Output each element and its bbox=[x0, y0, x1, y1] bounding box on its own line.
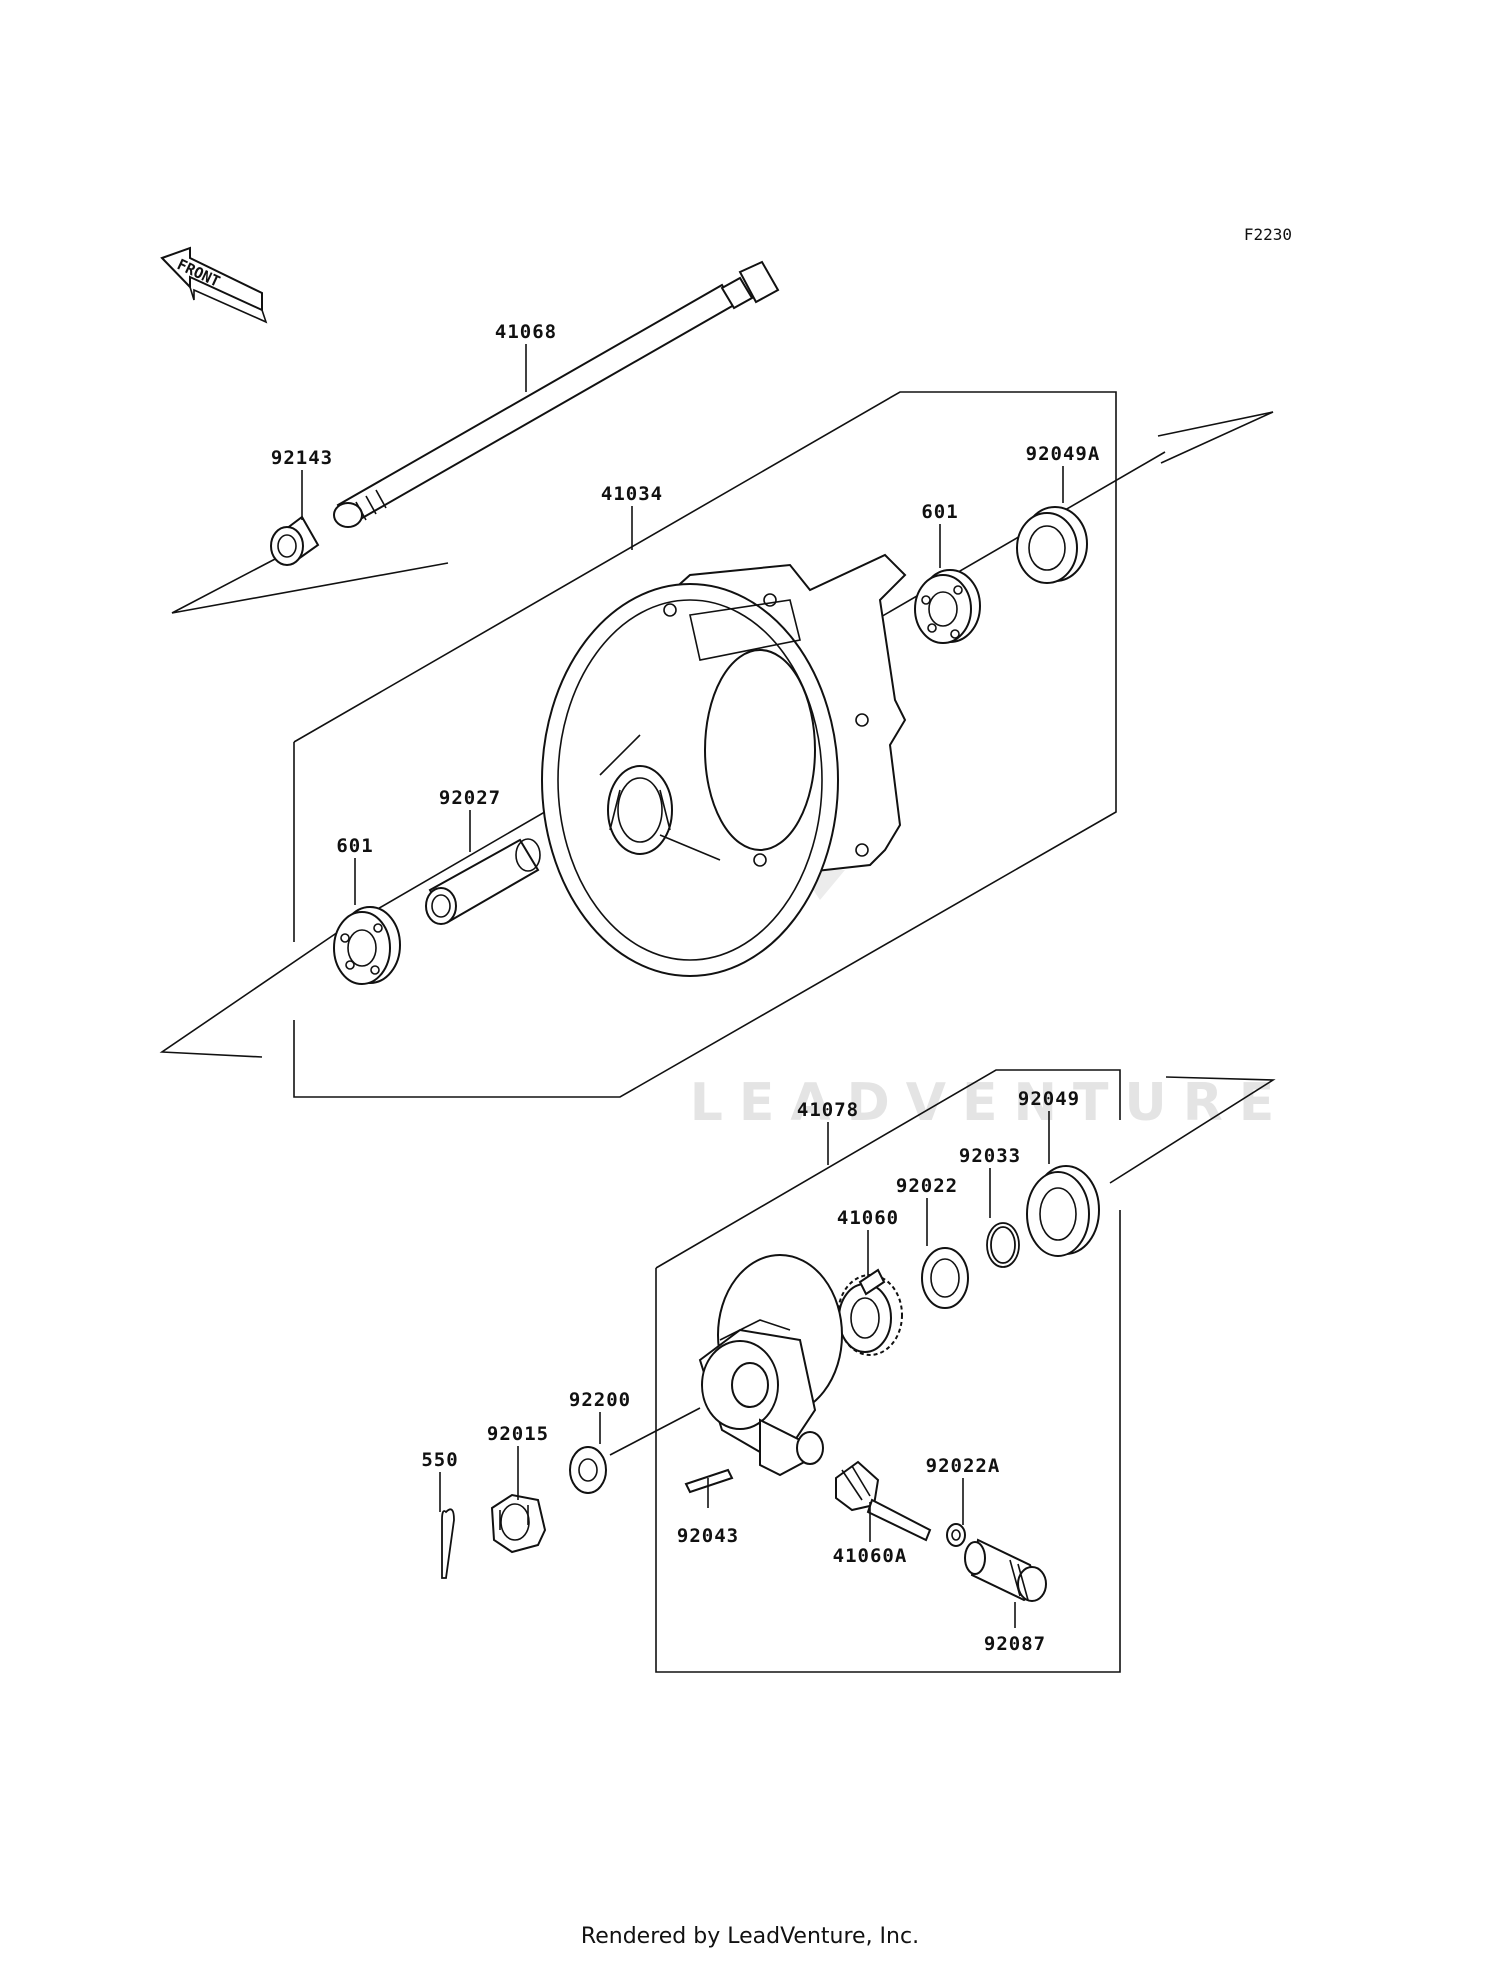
label-41060A: 41060A bbox=[833, 1545, 908, 1567]
nut-92015 bbox=[490, 1493, 547, 1554]
front-arrow-text: FRONT bbox=[174, 255, 223, 290]
label-92022: 92022 bbox=[896, 1175, 958, 1197]
hub-41034 bbox=[541, 553, 907, 977]
footer-credit: Rendered by LeadVenture, Inc. bbox=[580, 1924, 920, 1949]
label-601-left: 601 bbox=[336, 835, 373, 857]
label-92033: 92033 bbox=[959, 1145, 1021, 1167]
washer-92200 bbox=[569, 1446, 607, 1494]
front-arrow-icon: FRONT bbox=[160, 246, 268, 324]
leader-lines bbox=[301, 344, 1064, 1628]
seal-92049 bbox=[1026, 1165, 1100, 1257]
collar-92143 bbox=[270, 515, 320, 566]
gear-41060 bbox=[837, 1268, 903, 1356]
pin-92043 bbox=[684, 1468, 734, 1494]
label-41068: 41068 bbox=[495, 321, 557, 343]
watermark-text: LEADVENTURE bbox=[690, 1073, 1291, 1133]
label-41060: 41060 bbox=[837, 1207, 899, 1229]
label-92015: 92015 bbox=[487, 1423, 549, 1445]
seal-92049A bbox=[1016, 506, 1088, 584]
pinion-41060A bbox=[835, 1460, 932, 1542]
spacer-92027 bbox=[425, 838, 541, 925]
label-92022A: 92022A bbox=[926, 1455, 1001, 1477]
label-92027: 92027 bbox=[439, 787, 501, 809]
part-labels: 41068 92143 41034 601 92049A 92027 601 4… bbox=[271, 321, 1101, 1655]
cotter-pin-550 bbox=[441, 1508, 455, 1579]
label-41078: 41078 bbox=[797, 1099, 859, 1121]
circlip-92033 bbox=[986, 1222, 1020, 1268]
label-92143: 92143 bbox=[271, 447, 333, 469]
diagram-code: F2230 bbox=[1244, 225, 1292, 244]
bearing-601-upper bbox=[914, 569, 981, 644]
bearing-601-left bbox=[333, 906, 401, 985]
housing-41078 bbox=[698, 1254, 843, 1477]
label-92049: 92049 bbox=[1018, 1088, 1080, 1110]
bushing-92087 bbox=[964, 1538, 1047, 1602]
label-601-top: 601 bbox=[921, 501, 958, 523]
lower-assembly-frame bbox=[655, 1069, 1121, 1673]
label-92200: 92200 bbox=[569, 1389, 631, 1411]
axle-41068 bbox=[333, 260, 780, 528]
label-41034: 41034 bbox=[601, 483, 663, 505]
washer-92022A bbox=[946, 1523, 966, 1547]
washer-92022 bbox=[921, 1247, 969, 1309]
label-550: 550 bbox=[421, 1449, 458, 1471]
lower-axis-lines bbox=[609, 1076, 1276, 1456]
label-92087: 92087 bbox=[984, 1633, 1046, 1655]
label-92049A: 92049A bbox=[1026, 443, 1101, 465]
label-92043: 92043 bbox=[677, 1525, 739, 1547]
upper-assembly-frame bbox=[293, 391, 1117, 1098]
